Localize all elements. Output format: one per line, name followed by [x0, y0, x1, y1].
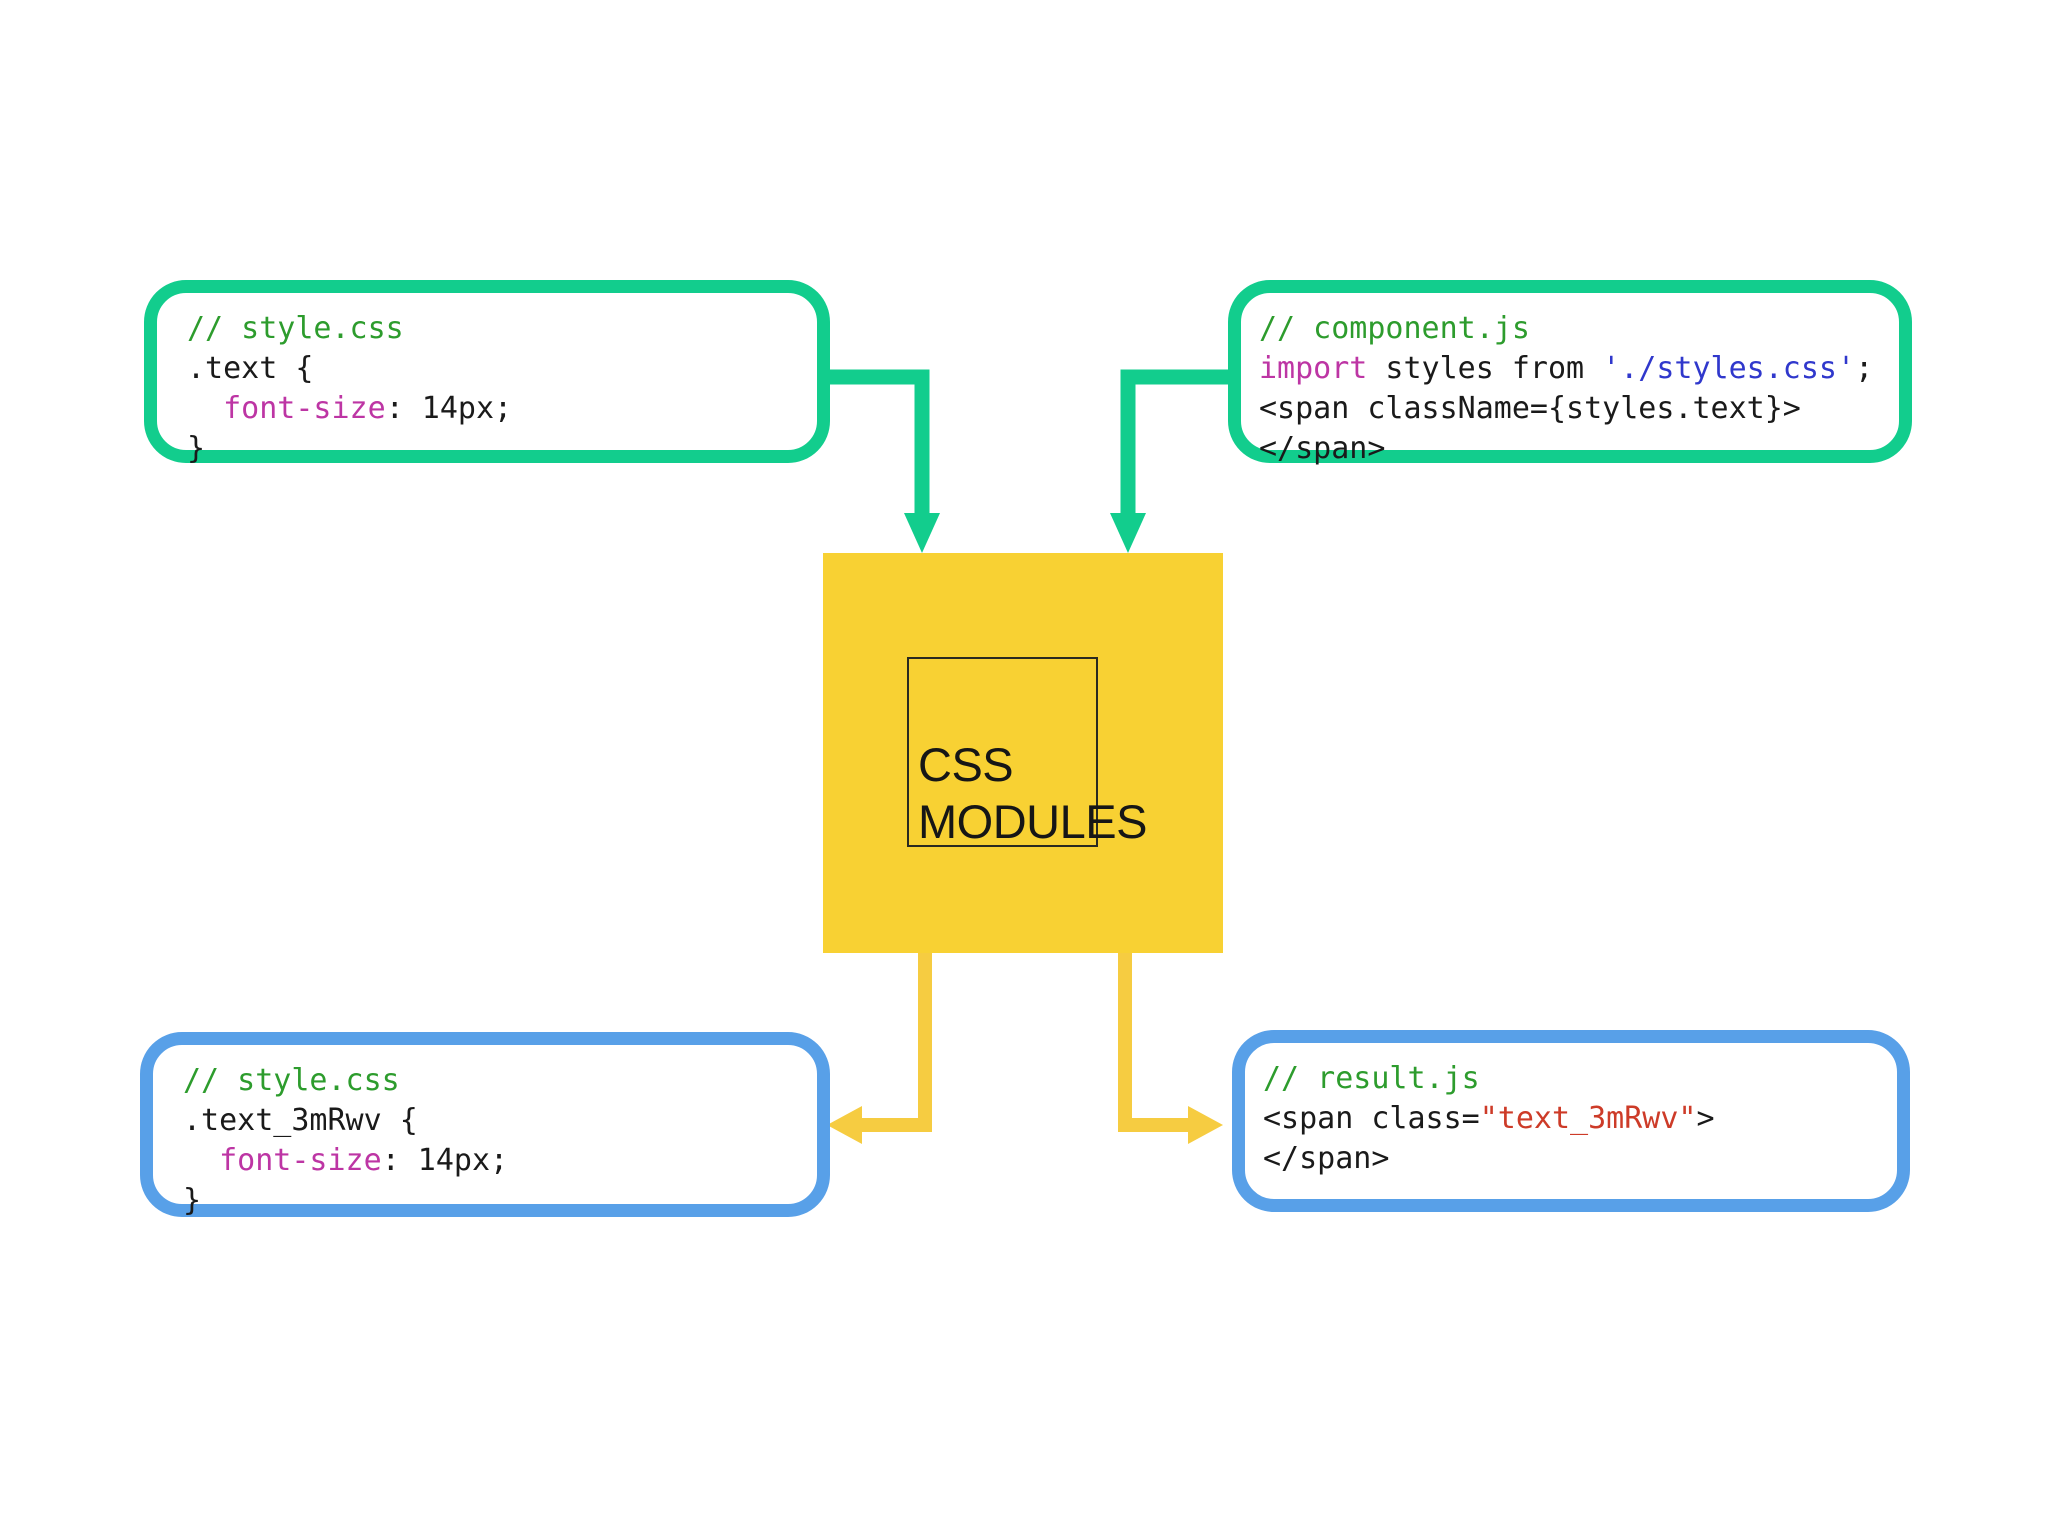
code-line: .text {: [187, 349, 807, 389]
component-js-box: // component.js import styles from './st…: [1228, 280, 1912, 466]
comment-text: // style.css: [183, 1063, 400, 1098]
import-keyword: import: [1259, 351, 1368, 386]
class-string: "text_3mRwv": [1479, 1101, 1697, 1136]
property-name: font-size: [223, 391, 386, 426]
code-line: // result.js: [1263, 1059, 1887, 1099]
code-line: font-size: 14px;: [183, 1141, 807, 1181]
code-line: .text_3mRwv {: [183, 1101, 807, 1141]
property-value: : 14px;: [385, 391, 513, 426]
source-style-css-box: // style.css .text { font-size: 14px; }: [144, 280, 830, 466]
property-name: font-size: [219, 1143, 382, 1178]
arrow-modules-to-output-css: [827, 950, 932, 1144]
indent: [183, 1143, 219, 1178]
selector-text: .text_3mRwv {: [183, 1103, 418, 1138]
code-line: }: [187, 429, 807, 469]
code-line: font-size: 14px;: [187, 389, 807, 429]
css-modules-square: CSS MODULES: [823, 553, 1223, 953]
code-line: }: [183, 1181, 807, 1221]
code-line: import styles from './styles.css';: [1259, 349, 1889, 389]
span-open-tag: <span className={styles.text}>: [1259, 391, 1801, 426]
span-open-end: >: [1696, 1101, 1715, 1136]
arrow-style-css-to-modules: [830, 369, 940, 553]
import-path: './styles.css': [1602, 351, 1856, 386]
comment-text: // result.js: [1263, 1061, 1480, 1096]
closing-brace: }: [183, 1183, 202, 1218]
span-close-tag: </span>: [1263, 1141, 1390, 1176]
code-line: <span className={styles.text}>: [1259, 389, 1889, 429]
result-js-box: // result.js <span class="text_3mRwv"> <…: [1232, 1030, 1910, 1212]
output-style-css-box: // style.css .text_3mRwv { font-size: 14…: [140, 1032, 830, 1218]
indent: [187, 391, 223, 426]
css-modules-title: CSS MODULES: [918, 738, 1147, 848]
span-close-tag: </span>: [1259, 431, 1386, 466]
code-line: // component.js: [1259, 309, 1889, 349]
selector-text: .text {: [187, 351, 314, 386]
import-middle: styles from: [1367, 351, 1603, 386]
code-line: </span>: [1263, 1139, 1887, 1179]
span-open-start: <span class=: [1263, 1101, 1480, 1136]
property-value: : 14px;: [381, 1143, 509, 1178]
code-line: // style.css: [187, 309, 807, 349]
code-line: <span class="text_3mRwv">: [1263, 1099, 1887, 1139]
css-modules-inner-frame: [907, 657, 1098, 847]
arrow-component-js-to-modules: [1110, 369, 1228, 553]
arrow-modules-to-result-js: [1118, 950, 1223, 1144]
code-line: </span>: [1259, 429, 1889, 469]
comment-text: // style.css: [187, 311, 404, 346]
closing-brace: }: [187, 431, 206, 466]
code-line: // style.css: [183, 1061, 807, 1101]
comment-text: // component.js: [1259, 311, 1530, 346]
semicolon: ;: [1855, 351, 1874, 386]
